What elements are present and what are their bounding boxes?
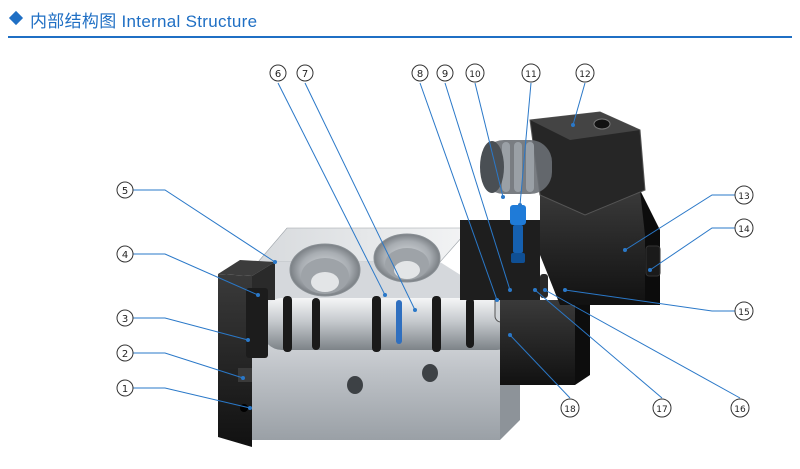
callout-10-circle: [465, 63, 485, 83]
callout-4: 4: [122, 250, 128, 261]
callout-5-circle: [116, 181, 134, 199]
callout-7: 7: [302, 69, 308, 80]
callout-11-circle: [521, 63, 541, 83]
callout-6: 6: [275, 69, 281, 80]
callout-2: 2: [122, 349, 128, 360]
callout-16: 16: [734, 405, 746, 415]
callout-9-circle: [436, 64, 454, 82]
manual-override-button: [510, 205, 526, 263]
left-end-cap: [218, 260, 275, 447]
header-divider: [8, 36, 792, 38]
callout-8: 8: [417, 69, 423, 80]
callout-10: 10: [469, 70, 481, 80]
callout-3: 3: [122, 314, 128, 325]
callout-1-circle: [116, 379, 134, 397]
callout-5: 5: [122, 186, 128, 197]
callout-7-circle: [296, 64, 314, 82]
callout-6-circle: [269, 64, 287, 82]
callout-9: 9: [442, 69, 448, 80]
callout-15: 15: [738, 308, 749, 318]
callout-14-circle: [734, 218, 754, 238]
callout-8-circle: [411, 64, 429, 82]
callout-leaders: [132, 82, 741, 409]
callout-15-circle: [734, 301, 754, 321]
threaded-port-left: [289, 243, 361, 297]
callout-13-circle: [734, 185, 754, 205]
callout-13: 13: [738, 192, 749, 202]
cable-gland: [480, 140, 552, 194]
callout-18-circle: [560, 398, 580, 418]
callout-3-circle: [116, 309, 134, 327]
callout-14: 14: [738, 225, 750, 235]
callout-18: 18: [564, 405, 576, 415]
section-header: 内部结构图 Internal Structure: [0, 0, 800, 40]
callout-12: 12: [579, 70, 590, 80]
callout-4-circle: [116, 245, 134, 263]
section-title: 内部结构图 Internal Structure: [30, 12, 258, 31]
callout-2-circle: [116, 344, 134, 362]
connector-plug: [529, 111, 646, 216]
callout-12-circle: [575, 63, 595, 83]
callout-16-circle: [730, 398, 750, 418]
callout-anchors: [241, 123, 652, 410]
callout-17: 17: [656, 405, 667, 415]
threaded-port-right: [373, 233, 441, 283]
callout-1: 1: [122, 384, 128, 395]
callout-17-circle: [652, 398, 672, 418]
callout-11: 11: [525, 70, 536, 80]
